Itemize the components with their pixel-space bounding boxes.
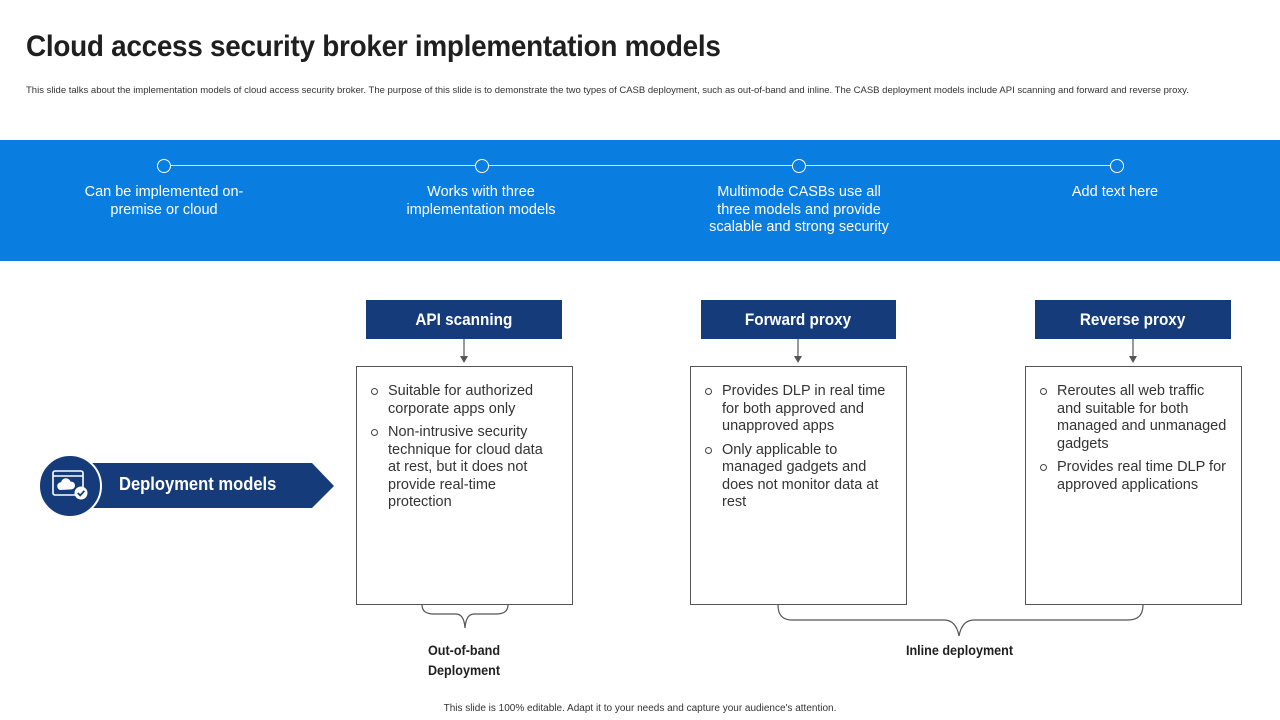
model-label-api-scanning: API scanning xyxy=(366,300,562,339)
bullet-icon xyxy=(705,388,712,395)
timeline-text: Add text here xyxy=(1071,184,1159,200)
bullet-icon xyxy=(1040,388,1047,395)
list-item: Provides real time DLP for approved appl… xyxy=(1040,459,1227,494)
model-card-reverse-proxy: Reroutes all web traffic and suitable fo… xyxy=(1025,366,1242,605)
down-arrow-icon xyxy=(1129,339,1137,363)
page-title: Cloud access security broker implementat… xyxy=(26,30,721,63)
page-description: This slide talks about the implementatio… xyxy=(26,85,1189,96)
timeline-line xyxy=(164,165,1117,166)
model-card-api-scanning: Suitable for authorized corporate apps o… xyxy=(356,366,573,605)
timeline-text: Multimode CASBs use all three models and… xyxy=(709,184,889,235)
model-label-forward-proxy: Forward proxy xyxy=(701,300,896,339)
timeline-text: Can be implemented on-premise or cloud xyxy=(84,184,244,218)
inline-deployment-label: Inline deployment xyxy=(906,642,1014,658)
list-item: Only applicable to managed gadgets and d… xyxy=(705,442,892,512)
down-arrow-icon xyxy=(460,339,468,363)
deployment-models-label: Deployment models xyxy=(119,474,277,494)
footer-note: This slide is 100% editable. Adapt it to… xyxy=(443,703,837,714)
list-item: Non-intrusive security technique for clo… xyxy=(371,424,558,512)
timeline-dot xyxy=(792,159,806,173)
out-of-band-deployment-label: Out-of-band Deployment xyxy=(427,642,501,678)
timeline-text: Works with three implementation models xyxy=(406,184,556,218)
list-item: Reroutes all web traffic and suitable fo… xyxy=(1040,383,1227,453)
model-card-forward-proxy: Provides DLP in real time for both appro… xyxy=(690,366,907,605)
timeline-band xyxy=(0,140,1280,261)
bullet-icon xyxy=(1040,464,1047,471)
inline-brace xyxy=(777,604,1144,637)
list-item: Suitable for authorized corporate apps o… xyxy=(371,383,558,418)
bullet-icon xyxy=(705,446,712,454)
down-arrow-icon xyxy=(794,339,802,363)
out-of-band-brace xyxy=(421,604,509,629)
cloud-window-check-icon xyxy=(52,470,88,500)
model-label-reverse-proxy: Reverse proxy xyxy=(1035,300,1231,339)
bullet-icon xyxy=(371,388,378,395)
bullet-icon xyxy=(371,429,378,436)
timeline-dot xyxy=(475,159,489,173)
list-item: Provides DLP in real time for both appro… xyxy=(705,383,892,436)
timeline-dot xyxy=(157,159,171,173)
timeline-dot xyxy=(1110,159,1124,173)
